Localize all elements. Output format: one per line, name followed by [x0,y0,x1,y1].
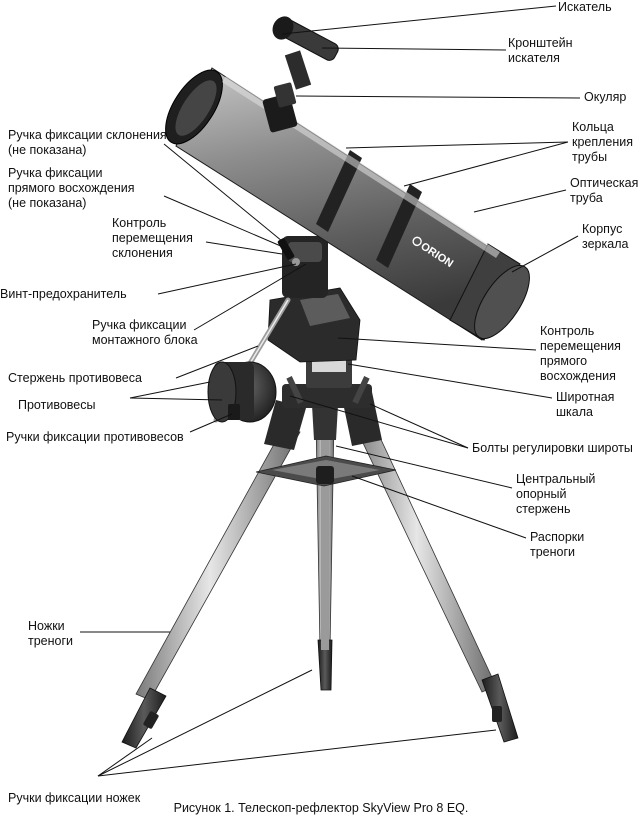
label-finder: Искатель [558,0,612,15]
label-tube-rings-text: Кольца крепления трубы [572,120,634,164]
leg-lock-knob-left [143,711,159,729]
leader-latitude-bolts-2 [369,403,469,449]
leader-counterweight-shaft [175,345,259,379]
label-leg-locks: Ручки фиксации ножек [8,791,140,806]
leader-tube-rings-1 [345,141,569,149]
label-dec-slow-motion: Контроль перемещения склонения [112,216,193,261]
tripod-head [282,384,372,408]
label-latitude-bolts-text: Болты регулировки широты [472,441,633,455]
leader-safety-screw [157,263,297,295]
leader-finder [281,5,557,35]
leader-ra-lock [163,195,291,251]
label-tripod-braces: Распорки треноги [530,530,584,560]
leader-latitude-scale [347,363,553,399]
leader-counterweight-locks [189,413,233,433]
leader-dec-lock [163,143,289,247]
label-dec-lock-text: Ручка фиксации склонения (не показана) [8,128,167,157]
label-counterweight-shaft-text: Стержень противовеса [8,371,142,385]
label-optical-tube-text: Оптическая труба [570,176,639,205]
label-ra-lock: Ручка фиксации прямого восхождения (не п… [8,166,135,211]
leader-optical-tube [473,189,567,213]
leader-tube-rings-2 [403,141,569,187]
leader-tripod-braces [351,475,527,539]
label-mount-lock-text: Ручка фиксации монтажного блока [92,318,198,347]
tripod-leg-sleeve-left [264,400,306,450]
label-optical-tube: Оптическая труба [570,176,638,206]
center-rod [321,420,329,650]
leader-latitude-bolts-1 [289,395,469,449]
leader-counterweights-1 [129,381,211,399]
leader-finder-bracket [321,47,507,51]
leg-lock-knob-right [492,706,502,722]
label-eyepiece-text: Окуляр [584,90,627,104]
label-ra-lock-text: Ручка фиксации прямого восхождения (не п… [8,166,135,210]
tripod-leg-sleeve-center [312,405,338,440]
label-counterweight-locks-text: Ручки фиксации противовесов [6,430,184,444]
label-latitude-bolts: Болты регулировки широты [472,441,633,456]
label-dec-lock: Ручка фиксации склонения (не показана) [8,128,167,158]
leader-mount-lock [193,263,307,331]
label-mirror-housing: Корпус зеркала [582,222,628,252]
brace-hub [316,466,334,484]
label-counterweight-shaft: Стержень противовеса [8,371,142,386]
tripod-leg-right [351,415,497,693]
tripod-legs [121,392,519,749]
tube-ring-rear [376,184,422,268]
mirror-housing-end [474,264,530,340]
counterweight-lock-knob [228,404,240,420]
mirror-housing [449,243,521,341]
leader-mirror-housing [511,235,579,273]
leader-ra-slow-motion [337,337,537,351]
label-center-rod-text: Центральный опорный стержень [516,472,596,516]
leader-dec-slow-motion [205,241,283,255]
latitude-bolt-left [286,376,304,404]
label-counterweights-text: Противовесы [18,398,96,412]
leader-leg-locks-3 [97,729,497,777]
label-finder-bracket-text: Кронштейн искателя [508,36,573,65]
label-dec-slow-motion-text: Контроль перемещения склонения [112,216,193,260]
finder-bracket [284,50,312,90]
leader-center-rod [335,445,513,489]
label-center-rod: Центральный опорный стержень [516,472,595,517]
tube-ring-front [316,150,362,232]
label-mirror-housing-text: Корпус зеркала [582,222,629,251]
label-finder-text: Искатель [558,0,612,14]
leader-counterweights-2 [129,397,223,401]
label-tripod-braces-text: Распорки треноги [530,530,585,559]
tube-front-inner [175,80,217,136]
orion-logo-mark [412,236,422,247]
label-leg-locks-text: Ручки фиксации ножек [8,791,141,805]
leader-leg-locks-1 [97,737,153,777]
latitude-bolt-right [352,376,370,404]
label-safety-screw-text: Винт-предохранитель [0,287,127,301]
tripod-leg-left-foot [121,687,167,749]
mount-cap [288,242,322,262]
leader-eyepiece [295,95,581,99]
label-tripod-legs-text: Ножки треноги [28,619,74,648]
label-counterweight-locks: Ручки фиксации противовесов [6,430,184,445]
label-tube-rings: Кольца крепления трубы [572,120,633,165]
latitude-scale-plate [312,360,346,372]
label-mount-lock: Ручка фиксации монтажного блока [92,318,198,348]
equatorial-mount [207,236,372,423]
optical-tube: ORION [165,16,530,341]
dec-slow-motion-knob [277,238,295,260]
label-safety-screw: Винт-предохранитель [0,287,127,302]
label-latitude-scale-text: Широтная шкала [556,390,615,419]
mount-body-highlight [300,294,350,326]
label-counterweights: Противовесы [18,398,95,413]
tripod-braces [255,455,397,487]
label-eyepiece: Окуляр [584,90,626,105]
figure-caption: Рисунок 1. Телескоп-рефлектор SkyView Pr… [173,801,469,815]
label-ra-slow-motion: Контроль перемещения прямого восхождения [540,324,621,384]
label-latitude-scale: Широтная шкала [556,390,614,420]
eyepiece [273,82,297,108]
leader-leg-locks-2 [97,669,313,777]
label-ra-slow-motion-text: Контроль перемещения прямого восхождения [540,324,621,383]
label-finder-bracket: Кронштейн искателя [508,36,573,66]
leader-lines [80,5,581,777]
label-tripod-legs: Ножки треноги [28,619,73,649]
